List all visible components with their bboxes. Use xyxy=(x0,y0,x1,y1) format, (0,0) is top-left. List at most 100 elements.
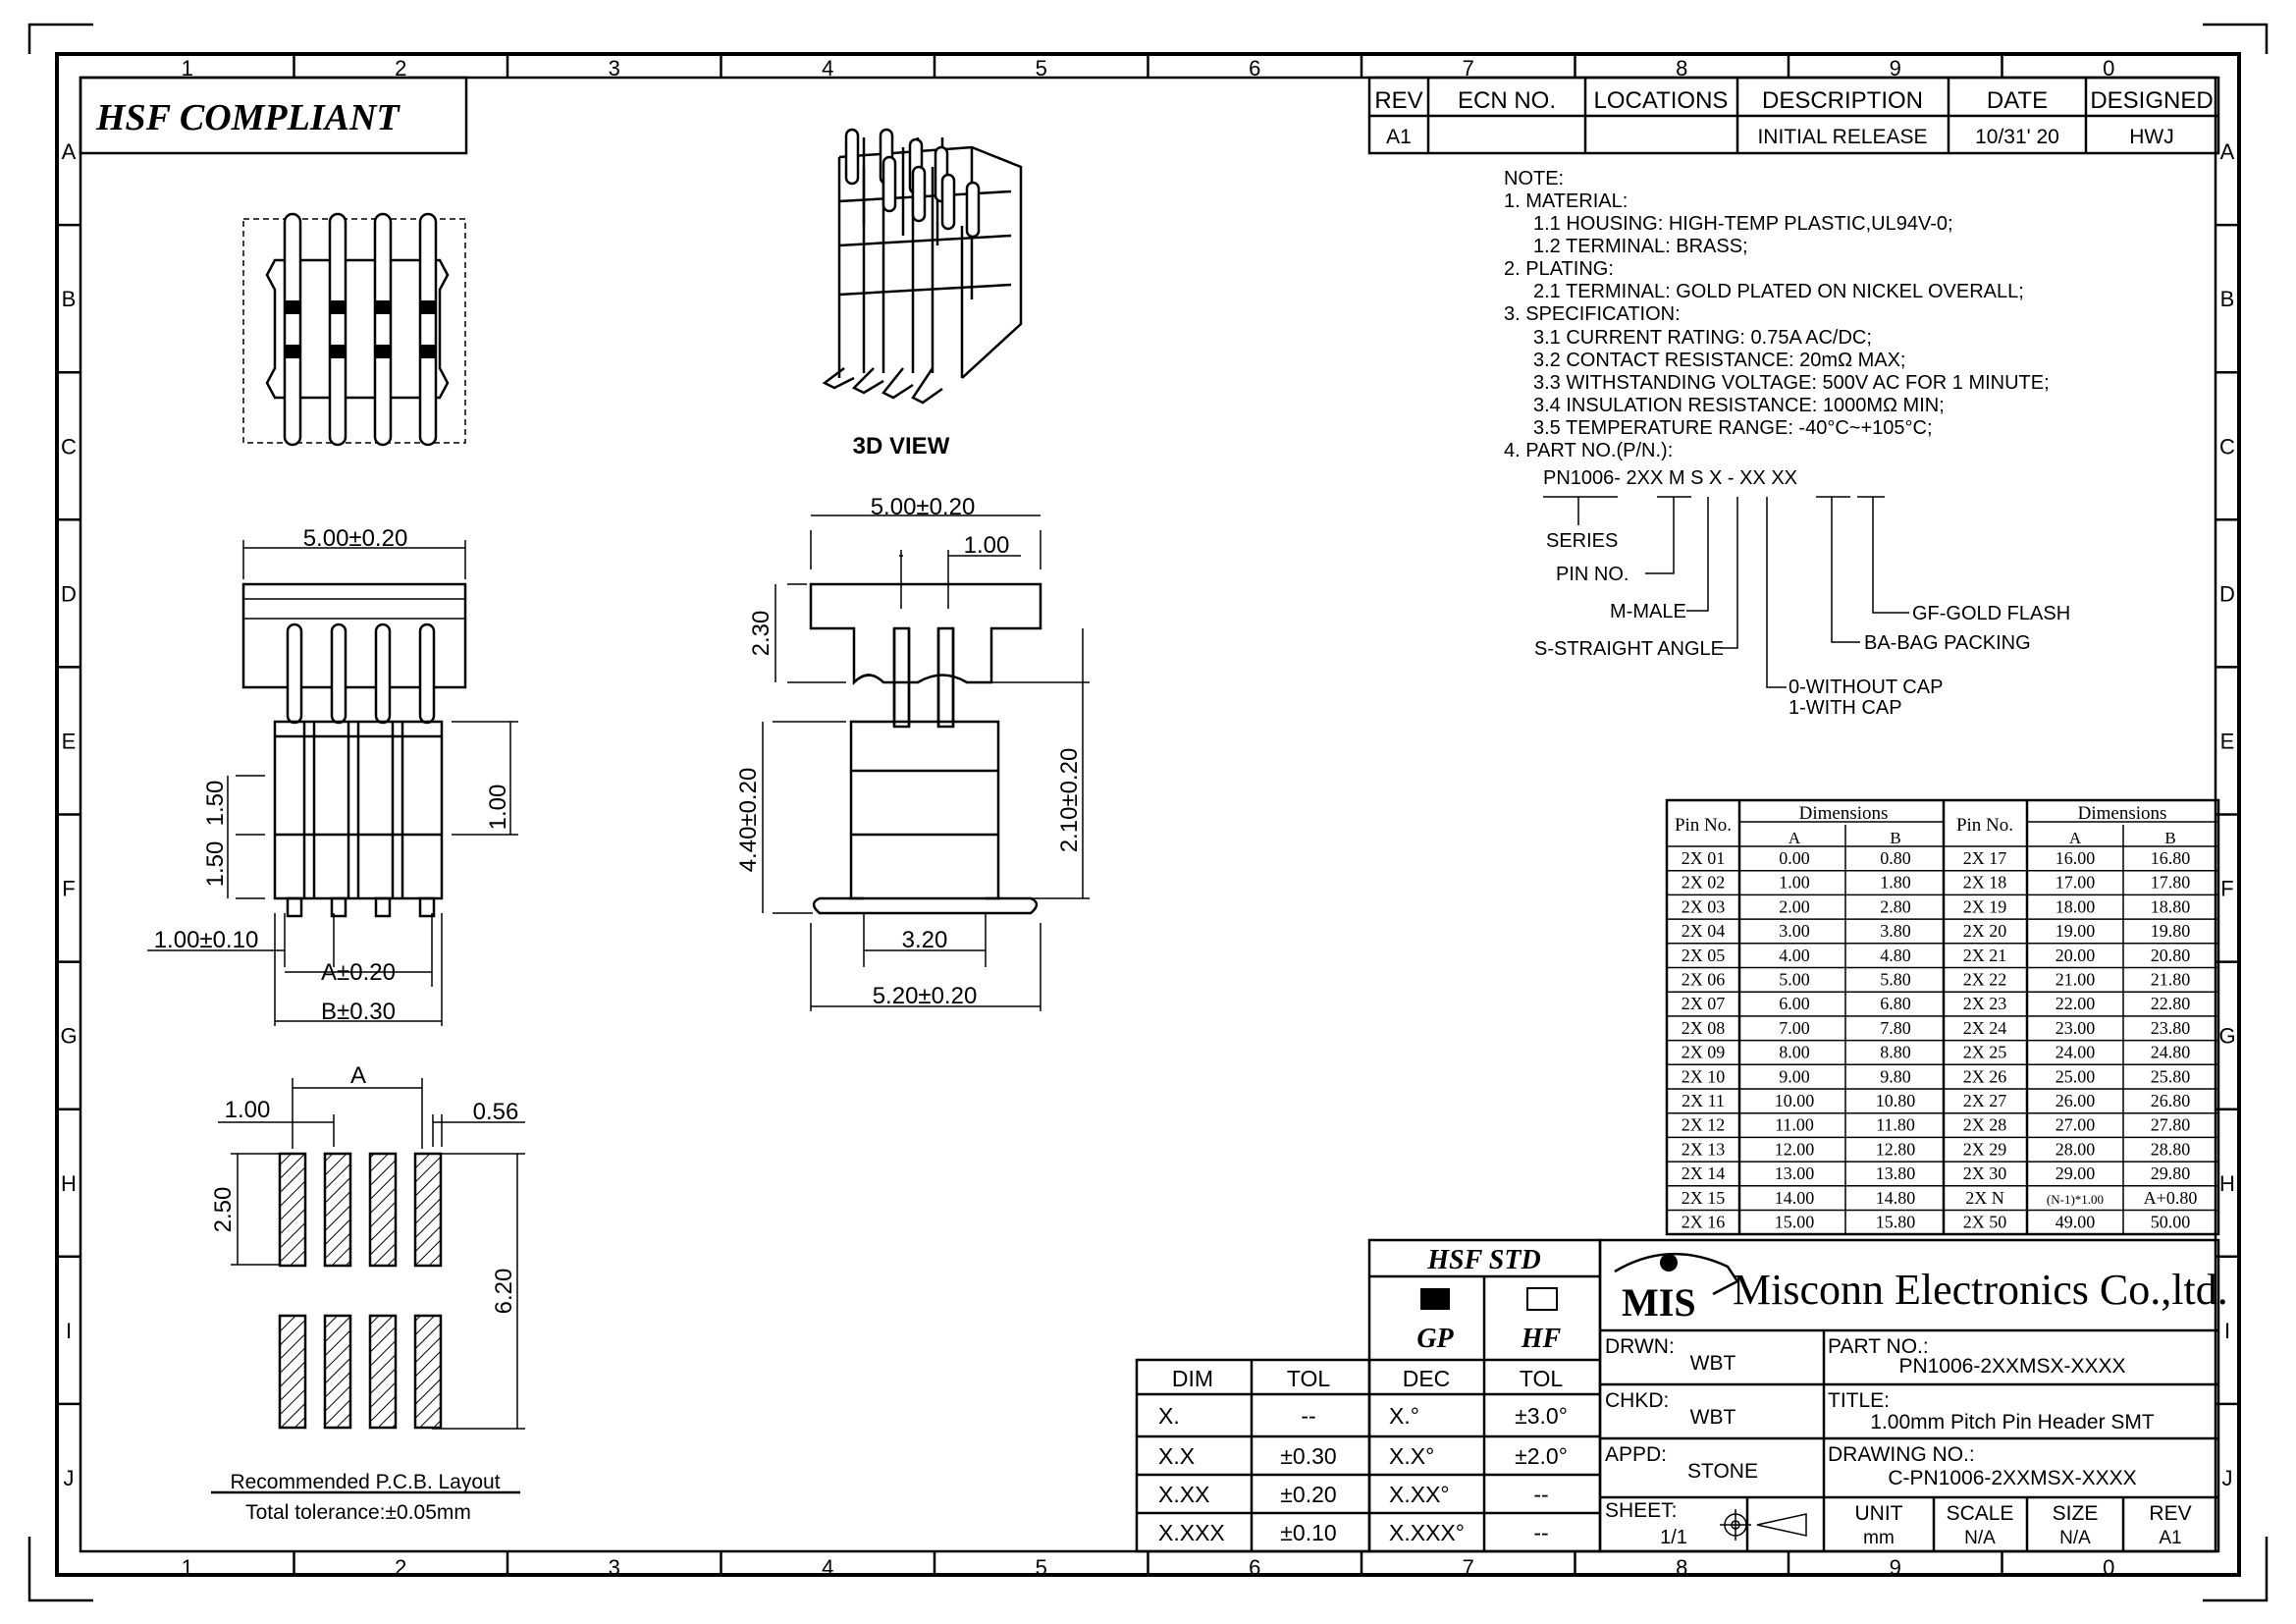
side-view xyxy=(762,514,1090,1011)
gp-checkbox xyxy=(1420,1288,1450,1310)
table-cell: 2X 13 xyxy=(1682,1139,1726,1159)
table-cell: 28.00 xyxy=(2056,1139,2096,1159)
zone-row-label: E xyxy=(2220,729,2235,753)
pin-foot xyxy=(286,896,303,918)
pin-table-head-pin: Pin No. xyxy=(1675,815,1732,836)
table-cell: 14.80 xyxy=(1876,1188,1916,1208)
table-cell: 7.80 xyxy=(1880,1018,1911,1038)
tol-row-dim: X.XX xyxy=(1158,1482,1209,1507)
note-line: 3.1 CURRENT RATING: 0.75A AC/DC; xyxy=(1533,327,1872,349)
table-cell: 28.80 xyxy=(2151,1139,2191,1159)
hsf-std-table: HSF STD GP HF DEC TOL X.° ±3.0° X.X° ±2.… xyxy=(1367,1238,1602,1553)
pin-outline xyxy=(418,623,436,725)
pcb-layout xyxy=(211,1078,525,1494)
note-line: 2. PLATING: xyxy=(1504,258,1614,280)
corner-marks xyxy=(27,23,2269,1602)
table-cell: 24.00 xyxy=(2056,1043,2096,1062)
zone-row-label: J xyxy=(2222,1466,2233,1490)
chkd-value: WBT xyxy=(1690,1406,1736,1429)
pin-outline xyxy=(374,623,392,725)
pin-foot xyxy=(374,896,392,918)
rev-header-date: DATE xyxy=(1987,87,2048,114)
dim-w520: 5.20±0.20 xyxy=(873,983,978,1009)
zone-row-label: G xyxy=(2218,1024,2235,1049)
table-cell: 16.00 xyxy=(2056,848,2096,868)
zone-row-label: D xyxy=(61,581,77,606)
table-cell: 3.80 xyxy=(1880,921,1911,941)
note-line: 1.2 TERMINAL: BRASS; xyxy=(1533,236,1748,257)
table-cell: 29.00 xyxy=(2056,1164,2096,1183)
table-cell: 0.00 xyxy=(1779,848,1810,868)
pin-outline xyxy=(328,212,347,447)
zone-column-label: 5 xyxy=(1036,1555,1047,1580)
dim-h100: 1.00 xyxy=(485,785,511,831)
table-cell: 19.80 xyxy=(2151,921,2191,941)
dim-front-width: 5.00±0.20 xyxy=(303,525,408,552)
table-cell: (N-1)*1.00 xyxy=(2047,1192,2104,1207)
part-no-value: PN1006-2XXMSX-XXXX xyxy=(1898,1355,2125,1378)
zone-row-label: E xyxy=(62,729,77,753)
zone-row-label: I xyxy=(2224,1319,2230,1343)
table-cell: 12.80 xyxy=(1876,1139,1916,1159)
table-cell: 7.00 xyxy=(1779,1018,1810,1038)
key-cap0: 0-WITHOUT CAP xyxy=(1789,677,1943,698)
pcb-caption: Recommended P.C.B. Layout xyxy=(230,1471,500,1493)
pcb-tolerance: Total tolerance:±0.05mm xyxy=(245,1501,471,1524)
table-cell: 2.00 xyxy=(1779,896,1810,916)
table-cell: 2X 22 xyxy=(1963,970,2007,990)
pin-table-head-dims-2: Dimensions xyxy=(2078,803,2167,824)
rev-value: A1 xyxy=(2159,1528,2181,1548)
pin-square xyxy=(286,345,299,358)
appd-label: APPD: xyxy=(1605,1443,1667,1466)
table-cell: 2X 25 xyxy=(1963,1043,2007,1062)
rev-header-designed: DESIGNED xyxy=(2090,87,2213,114)
zone-column-label: 4 xyxy=(822,56,833,81)
hsf-row-tol: -- xyxy=(1533,1520,1548,1545)
hsf-std-title: HSF STD xyxy=(1426,1245,1540,1275)
dim-width-top: 5.00±0.20 xyxy=(871,494,976,520)
hsf-hf: HF xyxy=(1521,1324,1562,1354)
table-cell: 11.80 xyxy=(1876,1115,1915,1135)
pin-outline xyxy=(286,623,303,725)
pcb-pad xyxy=(278,1314,307,1430)
logo-text: MIS xyxy=(1622,1280,1696,1325)
pin-square xyxy=(331,300,345,314)
tol-row-tol: -- xyxy=(1301,1403,1315,1429)
zone-row-label: B xyxy=(2220,287,2235,311)
rev-cell-description: INITIAL RELEASE xyxy=(1757,126,1927,148)
pcb-pad xyxy=(368,1314,398,1430)
table-cell: 49.00 xyxy=(2056,1213,2096,1232)
note-line: 3.3 WITHSTANDING VOLTAGE: 500V AC FOR 1 … xyxy=(1533,372,2050,394)
size-value: N/A xyxy=(2059,1528,2091,1548)
table-cell: 26.00 xyxy=(2056,1091,2096,1110)
dim-b: B±0.30 xyxy=(321,999,396,1025)
part-no-label: PART NO.: xyxy=(1828,1335,1929,1358)
zone-column-label: 6 xyxy=(1249,56,1260,81)
table-cell: 18.00 xyxy=(2056,896,2096,916)
table-cell: 50.00 xyxy=(2151,1213,2191,1232)
key-straight: S-STRAIGHT ANGLE xyxy=(1534,638,1724,660)
note-line: NOTE: xyxy=(1504,168,1564,189)
table-cell: 9.80 xyxy=(1880,1066,1911,1086)
zone-row-label: B xyxy=(62,287,77,311)
rev-cell-date: 10/31' 20 xyxy=(1975,126,2059,148)
drawing-no-label: DRAWING NO.: xyxy=(1828,1443,1975,1466)
key-plating: GF-GOLD FLASH xyxy=(1912,603,2070,624)
table-cell: 2X 17 xyxy=(1963,848,2007,868)
pin-square xyxy=(376,345,390,358)
pcb-pad xyxy=(323,1152,352,1268)
pin-table-head-b-2: B xyxy=(2164,829,2175,847)
table-cell: 19.00 xyxy=(2056,921,2096,941)
table-cell: 2X 18 xyxy=(1963,873,2007,893)
dim-h150b: 1.50 xyxy=(202,841,229,888)
chkd-label: CHKD: xyxy=(1605,1389,1669,1412)
tol-header-tol: TOL xyxy=(1287,1366,1331,1391)
table-cell: 21.00 xyxy=(2056,970,2096,990)
size-label: SIZE xyxy=(2053,1502,2099,1525)
table-cell: 4.00 xyxy=(1779,946,1810,965)
table-cell: 2X 01 xyxy=(1682,848,1726,868)
hsf-row-tol: ±2.0° xyxy=(1515,1443,1568,1469)
table-cell: 1.80 xyxy=(1880,873,1911,893)
zone-column-label: 2 xyxy=(395,56,406,81)
